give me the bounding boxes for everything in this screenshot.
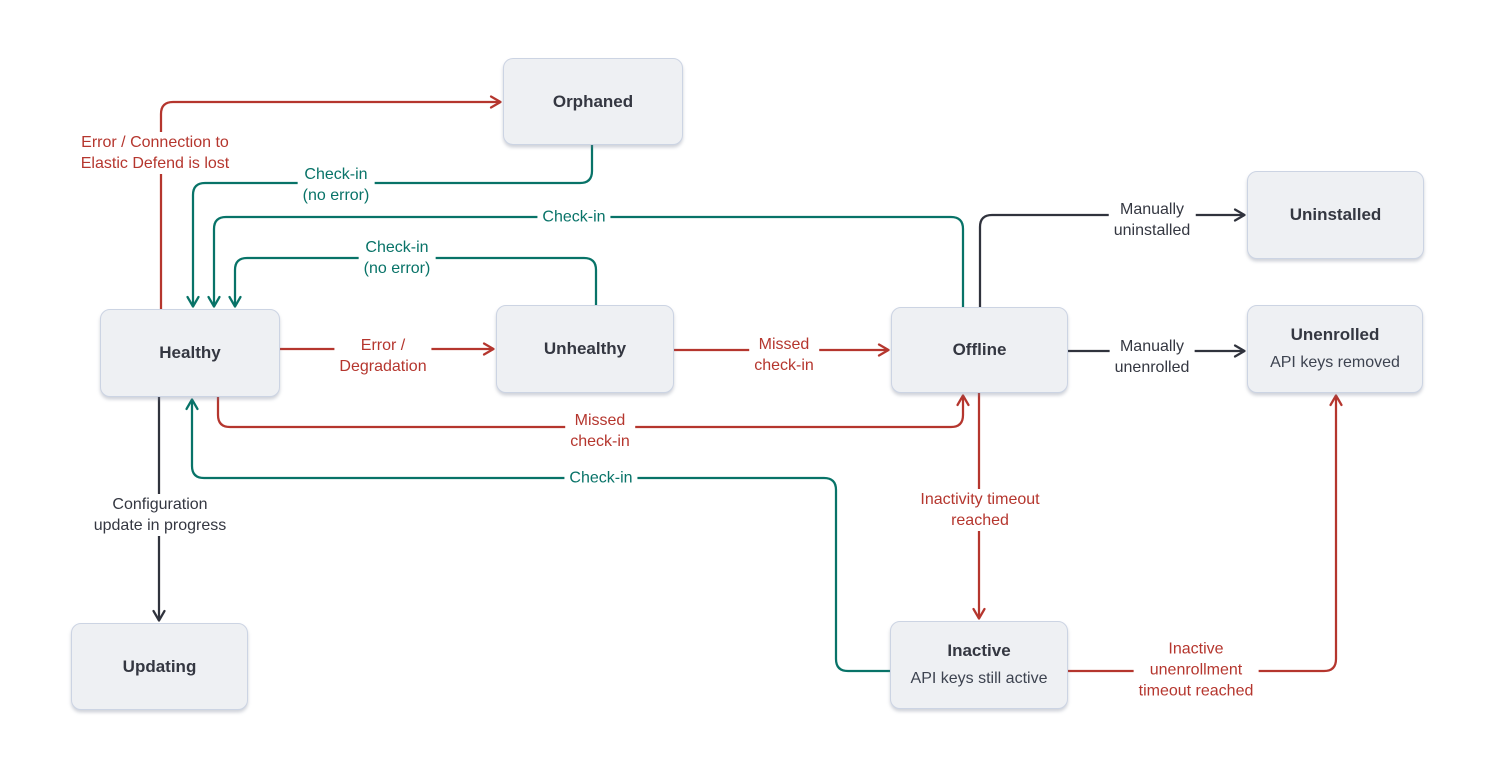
state-node-unhealthy: Unhealthy (496, 305, 674, 393)
edge-label-configuration-update: Configuration update in progress (88, 494, 232, 536)
edge-label-checkin-no-error-unhealthy: Check-in (no error) (358, 237, 436, 279)
transition-inactive-to-unenrolled (1068, 394, 1343, 673)
edge-label-missed-checkin-healthy: Missed check-in (565, 410, 635, 452)
edge-label-line: unenrolled (1114, 359, 1190, 376)
edge-label-line: timeout reached (1138, 682, 1254, 700)
edge-label-line: Manually (1119, 201, 1185, 218)
edge-label-error-degradation: Error / Degradation (334, 335, 432, 377)
state-node-title: Healthy (159, 343, 221, 362)
edge-label-missed-checkin-unhealthy: Missed check-in (749, 334, 819, 376)
state-node-title: Orphaned (552, 91, 634, 111)
state-node-updating: Updating (71, 623, 248, 710)
state-node-orphaned: Orphaned (503, 58, 683, 145)
transition-offline-to-uninstalled (978, 208, 1246, 307)
edge-label-inactive-unenrollment-timeout: Inactive unenrollment timeout reached (1133, 638, 1259, 702)
edge-label-line: Inactivity timeout (920, 491, 1040, 508)
edge-label-checkin-no-error-orphaned: Check-in (no error) (297, 164, 375, 206)
edge-label-line: (no error) (302, 187, 370, 204)
edge-label-line: update in progress (93, 517, 227, 534)
edge-label-line: unenrollment (1149, 661, 1243, 679)
edge-label-line: (no error) (363, 260, 431, 277)
edge-label-line: Error / (360, 337, 406, 354)
edge-label-line: Manually (1119, 338, 1185, 355)
edge-label-line: Configuration (112, 496, 208, 513)
edge-label-error-connection-lost: Error / Connection to Elastic Defend is l… (75, 132, 235, 174)
edge-label-line: Missed (758, 336, 810, 353)
edge-label-line: reached (951, 512, 1009, 529)
edge-label-line: Inactive (1168, 640, 1224, 658)
edge-label-manually-unenrolled: Manually unenrolled (1109, 336, 1195, 378)
state-node-subtitle: API keys still active (910, 670, 1048, 687)
state-node-healthy: Healthy (100, 309, 280, 397)
edge-label-line: check-in (570, 433, 630, 450)
edge-label-manually-uninstalled: Manually uninstalled (1108, 199, 1196, 241)
state-node-title: Uninstalled (1289, 205, 1382, 224)
transition-inactive-to-healthy (185, 398, 890, 673)
edge-label-line: Missed (574, 412, 626, 429)
edge-label-line: check-in (754, 357, 814, 374)
edge-label-line: Check-in (365, 239, 429, 256)
edge-label-line: Elastic Defend is lost (80, 155, 230, 172)
state-node-title: Inactive (947, 641, 1011, 660)
edge-label-line: Check-in (569, 469, 633, 487)
state-node-title: Updating (122, 656, 197, 676)
state-node-uninstalled: Uninstalled (1247, 171, 1424, 259)
state-node-subtitle: API keys removed (1270, 354, 1400, 371)
transition-orphaned-to-healthy (186, 145, 594, 308)
state-node-offline: Offline (891, 307, 1068, 393)
edge-label-inactivity-timeout: Inactivity timeout reached (915, 489, 1045, 531)
edge-label-line: Degradation (339, 358, 427, 375)
state-node-title: Unhealthy (543, 339, 627, 358)
transition-healthy-to-orphaned (159, 95, 502, 309)
edge-label-checkin-inactive: Check-in (564, 467, 638, 489)
edge-label-line: Check-in (542, 208, 606, 226)
edge-label-line: uninstalled (1113, 222, 1191, 239)
edge-label-line: Check-in (304, 166, 368, 183)
state-node-title: Unenrolled (1290, 325, 1380, 344)
edge-label-line: Error / Connection to (81, 134, 229, 151)
state-node-title: Offline (952, 340, 1007, 359)
transition-offline-to-healthy (207, 215, 965, 308)
edge-label-checkin-offline: Check-in (537, 206, 611, 228)
